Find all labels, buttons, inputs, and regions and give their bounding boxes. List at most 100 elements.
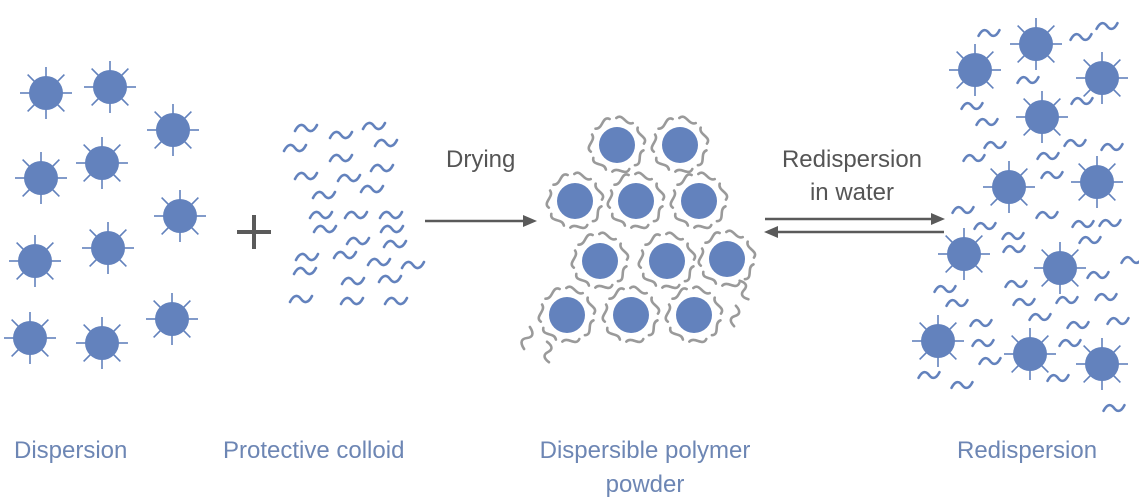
wavy-colloid-icon (1106, 316, 1130, 326)
spiky-particle-icon (1010, 18, 1062, 70)
spiky-particle-icon (154, 190, 206, 242)
spiky-particle-icon (4, 312, 56, 364)
wavy-colloid-icon (1028, 312, 1052, 322)
wavy-colloid-icon (292, 266, 318, 276)
redispersion-label-line1: Redispersion (781, 146, 923, 173)
wavy-colloid-icon (933, 284, 957, 294)
dispersion-caption: Dispersion (14, 437, 128, 464)
wavy-colloid-icon (1070, 96, 1094, 106)
wavy-colloid-icon (339, 296, 365, 306)
wavy-colloid-icon (1012, 297, 1036, 307)
wavy-colloid-icon (377, 274, 403, 284)
wavy-colloid-icon (1040, 170, 1064, 180)
wavy-colloid-icon (1086, 270, 1110, 280)
wavy-colloid-icon (293, 171, 319, 181)
wavy-colloid-icon (366, 257, 392, 267)
spiky-particle-icon (1004, 328, 1056, 380)
wavy-colloid-icon (282, 143, 308, 153)
coated-particle-icon (606, 171, 666, 230)
wavy-colloid-icon (983, 140, 1007, 150)
polymer-powder-caption-line1: Dispersible polymer (539, 437, 751, 464)
spiky-particle-icon (147, 104, 199, 156)
wavy-colloid-icon (1001, 231, 1025, 241)
coated-particle-icon (601, 285, 661, 344)
redispersion-group (912, 18, 1139, 413)
wavy-colloid-icon (1063, 138, 1087, 148)
wavy-colloid-icon (369, 163, 395, 173)
wavy-colloid-icon (312, 224, 338, 234)
wavy-colloid-icon (345, 236, 371, 246)
wavy-colloid-icon (1036, 151, 1060, 161)
redispersion-arrows (764, 213, 945, 238)
wavy-colloid-icon (1066, 320, 1090, 330)
wavy-colloid-icon (294, 252, 320, 262)
dispersion-group (4, 61, 206, 369)
wavy-colloid-icon (543, 340, 553, 364)
wavy-colloid-icon (288, 294, 314, 304)
coated-particle-icon (570, 231, 630, 290)
spiky-particle-icon (1076, 338, 1128, 390)
wavy-colloid-icon (960, 101, 984, 111)
spiky-particle-icon (76, 137, 128, 189)
spiky-particle-icon (938, 228, 990, 280)
wavy-colloid-icon (378, 210, 404, 220)
coated-particle-icon (545, 171, 605, 230)
wavy-colloid-icon (978, 356, 1002, 366)
wavy-colloid-icon (971, 338, 995, 348)
wavy-colloid-icon (328, 130, 354, 140)
polymer-powder-caption-line2: powder (605, 471, 685, 498)
coated-particle-icon (637, 231, 697, 290)
wavy-colloid-icon (343, 210, 369, 220)
wavy-colloid-icon (1046, 373, 1070, 383)
wavy-colloid-icon (951, 205, 975, 215)
wavy-colloid-icon (379, 224, 405, 234)
polymer-powder-group (520, 115, 757, 364)
wavy-colloid-icon (1100, 142, 1124, 152)
wavy-colloid-icon (1071, 219, 1095, 229)
drying-arrow (425, 215, 537, 227)
wavy-colloid-icon (950, 380, 974, 390)
wavy-colloid-icon (293, 123, 319, 133)
spiky-particle-icon (146, 293, 198, 345)
wavy-colloid-icon (308, 210, 334, 220)
redispersion-label-line2: in water (809, 179, 895, 206)
spiky-particle-icon (84, 61, 136, 113)
wavy-colloid-icon (1002, 244, 1026, 254)
wavy-colloid-icon (311, 190, 337, 200)
spiky-particle-icon (949, 44, 1001, 96)
wavy-colloid-icon (373, 138, 399, 148)
wavy-colloid-icon (973, 221, 997, 231)
coated-particle-icon (664, 285, 724, 344)
wavy-colloid-icon (1058, 338, 1082, 348)
wavy-colloid-icon (400, 260, 426, 270)
spiky-particle-icon (1071, 156, 1123, 208)
spiky-particle-icon (9, 235, 61, 287)
wavy-colloid-icon (945, 298, 969, 308)
wavy-colloid-icon (359, 184, 385, 194)
wavy-colloid-icon (1004, 279, 1028, 289)
wavy-colloid-icon (340, 276, 366, 286)
spiky-particle-icon (20, 67, 72, 119)
wavy-colloid-icon (975, 117, 999, 127)
coated-particle-icon (537, 285, 597, 344)
wavy-colloid-icon (729, 304, 741, 328)
wavy-colloid-icon (1094, 292, 1118, 302)
wavy-colloid-icon (1055, 295, 1079, 305)
redispersion-in-water-label: Redispersion in water (768, 143, 936, 209)
wavy-colloid-icon (361, 121, 387, 131)
wavy-colloid-icon (332, 250, 358, 260)
spiky-particle-icon (76, 317, 128, 369)
wavy-colloid-icon (977, 28, 1001, 38)
wavy-colloid-icon (382, 239, 408, 249)
wavy-colloid-icon (1102, 403, 1126, 413)
wavy-colloid-icon (962, 153, 986, 163)
wavy-colloid-icon (1120, 255, 1139, 265)
plus-sign (237, 215, 271, 249)
wavy-colloid-icon (1069, 32, 1093, 42)
polymer-powder-caption: Dispersible polymer powder (515, 434, 775, 502)
spiky-particle-icon (912, 315, 964, 367)
wavy-colloid-icon (336, 173, 362, 183)
coated-particle-icon (669, 171, 729, 230)
coated-particle-icon (587, 115, 647, 174)
wavy-colloid-icon (969, 318, 993, 328)
